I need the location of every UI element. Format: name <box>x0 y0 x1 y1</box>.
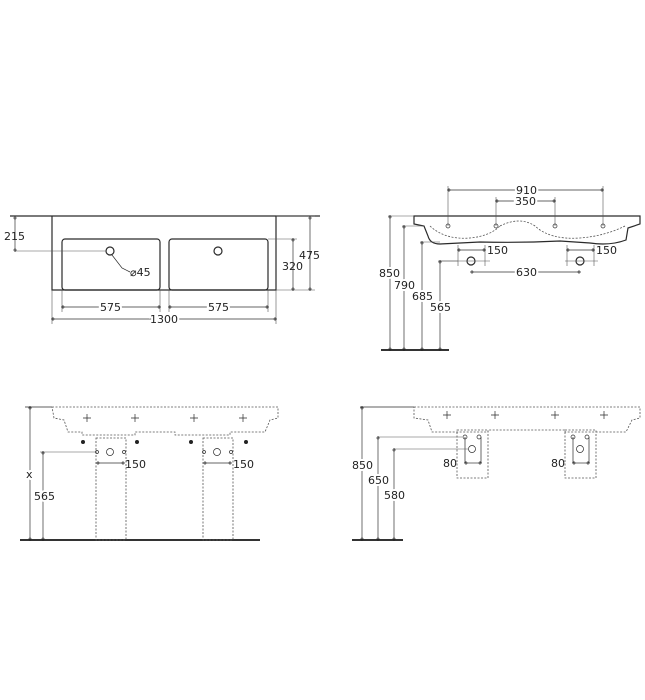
side-view: 910 350 150 150 630 850 790 685 565 <box>377 182 641 352</box>
left-bowl <box>61 238 161 291</box>
semi-pedestal-right <box>564 429 597 479</box>
dim-850-label: 850 <box>379 267 400 280</box>
tap-hole-left <box>105 246 115 256</box>
dim-850-label: 850 <box>352 459 373 472</box>
basin-front-outline <box>413 406 641 433</box>
basin-front-outline <box>51 406 279 436</box>
dim-630-label: 630 <box>516 266 537 279</box>
pedestal-right <box>202 437 234 541</box>
dim-215-label: 215 <box>4 230 25 243</box>
dim-685-label: 685 <box>412 290 433 303</box>
front-view-semi-pedestal: 80 80 850 650 580 <box>350 405 641 542</box>
dim-575-left-label: 575 <box>100 301 121 314</box>
dim-320-label: 320 <box>282 260 303 273</box>
top-view: 215 475 320 ⌀45 575 575 1300 <box>4 215 320 328</box>
dim-350-label: 350 <box>515 195 536 208</box>
pedestal-left <box>95 437 127 541</box>
leader-line <box>111 254 131 273</box>
tap-hole-right <box>213 246 223 256</box>
basin-outline <box>51 216 277 291</box>
basin-side-profile <box>413 215 641 245</box>
right-bowl <box>168 238 269 291</box>
dim-575-right-label: 575 <box>208 301 229 314</box>
tap-markers <box>443 411 608 419</box>
dim-x-label: x <box>26 468 33 481</box>
dim-910-label: 910 <box>516 184 537 197</box>
dim-790-label: 790 <box>394 279 415 292</box>
dim-150-right-label: 150 <box>596 244 617 257</box>
dim-1300-label: 1300 <box>150 313 178 326</box>
semi-pedestal-left <box>456 429 489 479</box>
dim-80-left-label: 80 <box>443 457 457 470</box>
dim-475-label: 475 <box>299 249 320 262</box>
dim-150-left-label: 150 <box>487 244 508 257</box>
dim-150-right-label: 150 <box>233 458 254 471</box>
dim-565-label: 565 <box>430 301 451 314</box>
tap-markers <box>83 414 247 422</box>
dim-580-label: 580 <box>384 489 405 502</box>
front-view-pedestal: 150 150 x 565 <box>20 405 279 542</box>
hole-diameter-label: ⌀45 <box>130 266 151 279</box>
dim-80-right-label: 80 <box>551 457 565 470</box>
dim-565-label: 565 <box>34 490 55 503</box>
tap-hole-markers <box>445 223 606 229</box>
fixing-dots <box>81 440 248 444</box>
dim-150-left-label: 150 <box>125 458 146 471</box>
dim-650-label: 650 <box>368 474 389 487</box>
